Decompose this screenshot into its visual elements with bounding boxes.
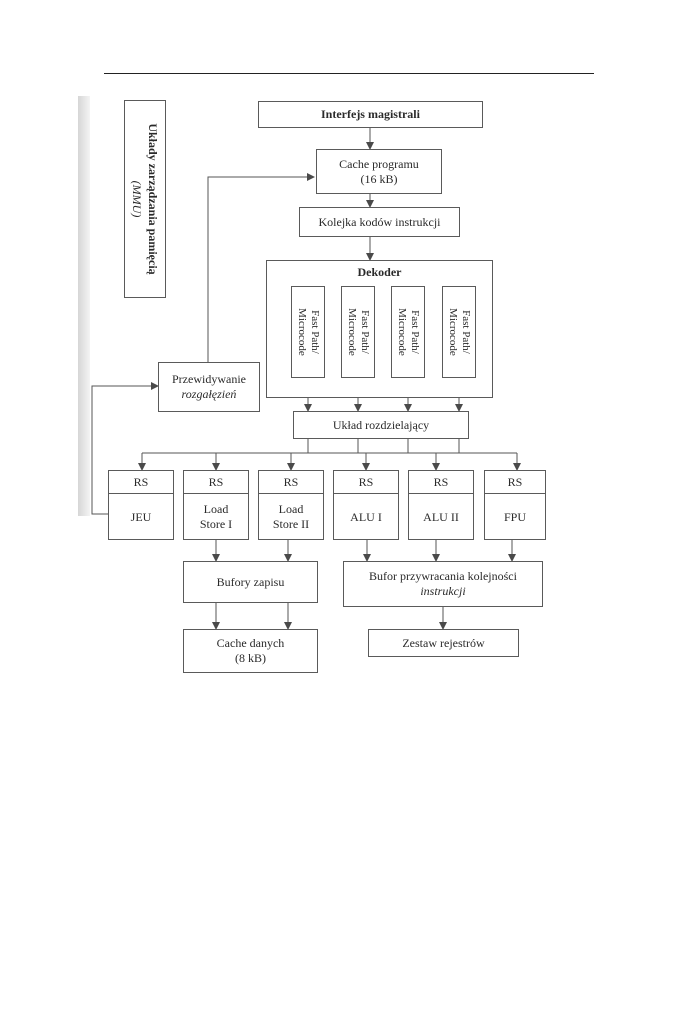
execution-unit-name: Load xyxy=(203,502,229,516)
rs-alu-1: RS ALU I xyxy=(333,470,399,540)
execution-unit-name: ALU I xyxy=(350,509,382,524)
instruction-queue-box: Kolejka kodów instrukcji xyxy=(299,207,460,237)
rs-label: RS xyxy=(109,471,173,494)
rs-alu-2: RS ALU II xyxy=(408,470,474,540)
bus-interface-label: Interfejs magistrali xyxy=(321,107,420,121)
rs-label: RS xyxy=(184,471,248,494)
reorder-buffer-label: Bufor przywracania kolejności xyxy=(369,569,517,583)
decoder-unit-line2: Microcode xyxy=(346,308,358,356)
dispatch-unit-label: Układ rozdzielający xyxy=(332,417,430,432)
execution-unit: JEU xyxy=(109,494,173,540)
branch-prediction-label-2: rozgałęzień xyxy=(181,387,237,401)
dispatch-unit-box: Układ rozdzielający xyxy=(293,411,469,439)
program-cache-label: Cache programu xyxy=(339,156,419,171)
execution-unit-name-2: Store I xyxy=(199,517,233,531)
rs-load-store-1: RS Load Store I xyxy=(183,470,249,540)
decoder-unit-line2: Microcode xyxy=(447,308,459,356)
rs-label: RS xyxy=(485,471,545,494)
decoder-title: Dekoder xyxy=(357,265,402,279)
decoder-unit-line1: Fast Path/ xyxy=(359,310,371,354)
execution-unit-name: Load xyxy=(278,502,304,516)
mmu-abbr: (MMU) xyxy=(130,180,144,218)
branch-prediction-label: Przewidywanie xyxy=(172,372,246,386)
reorder-buffer-label-2: instrukcji xyxy=(420,584,466,598)
decoder-unit-line2: Microcode xyxy=(296,308,308,356)
rs-fpu: RS FPU xyxy=(484,470,546,540)
execution-unit: ALU II xyxy=(409,494,473,540)
decoder-unit-line1: Fast Path/ xyxy=(409,310,421,354)
decoder-unit-3: Fast Path/ Microcode xyxy=(391,286,425,378)
execution-unit: ALU I xyxy=(334,494,398,540)
mmu-label: Układy zarządzania pamięcią xyxy=(146,123,160,275)
data-cache-label: Cache danych xyxy=(216,636,285,650)
decoder-unit-line2: Microcode xyxy=(396,308,408,356)
execution-unit: Load Store II xyxy=(259,494,323,540)
execution-unit-name: ALU II xyxy=(423,509,459,524)
register-set-label: Zestaw rejestrów xyxy=(402,635,485,650)
data-cache-box: Cache danych (8 kB) xyxy=(183,629,318,673)
data-cache-size: (8 kB) xyxy=(235,651,266,665)
write-buffers-box: Bufory zapisu xyxy=(183,561,318,603)
mmu-box: Układy zarządzania pamięcią (MMU) xyxy=(124,100,166,298)
rs-label: RS xyxy=(259,471,323,494)
rs-load-store-2: RS Load Store II xyxy=(258,470,324,540)
decoder-unit-line1: Fast Path/ xyxy=(460,310,472,354)
decoder-unit-4: Fast Path/ Microcode xyxy=(442,286,476,378)
program-cache-size: (16 kB) xyxy=(360,171,398,186)
decoder-unit-1: Fast Path/ Microcode xyxy=(291,286,325,378)
bus-interface-box: Interfejs magistrali xyxy=(258,101,483,128)
execution-unit: Load Store I xyxy=(184,494,248,540)
reorder-buffer-box: Bufor przywracania kolejności instrukcji xyxy=(343,561,543,607)
decoder-unit-line1: Fast Path/ xyxy=(309,310,321,354)
scan-shadow xyxy=(78,96,90,516)
execution-unit-name-2: Store II xyxy=(272,517,310,531)
rs-label: RS xyxy=(334,471,398,494)
rs-label: RS xyxy=(409,471,473,494)
write-buffers-label: Bufory zapisu xyxy=(216,574,285,589)
decoder-unit-2: Fast Path/ Microcode xyxy=(341,286,375,378)
rs-jeu: RS JEU xyxy=(108,470,174,540)
register-set-box: Zestaw rejestrów xyxy=(368,629,519,657)
program-cache-box: Cache programu (16 kB) xyxy=(316,149,442,194)
execution-unit-name: FPU xyxy=(503,509,526,524)
execution-unit-name: JEU xyxy=(130,509,152,524)
instruction-queue-label: Kolejka kodów instrukcji xyxy=(318,214,441,229)
branch-prediction-box: Przewidywanie rozgałęzień xyxy=(158,362,260,412)
execution-unit: FPU xyxy=(485,494,545,540)
header-rule xyxy=(104,73,594,74)
